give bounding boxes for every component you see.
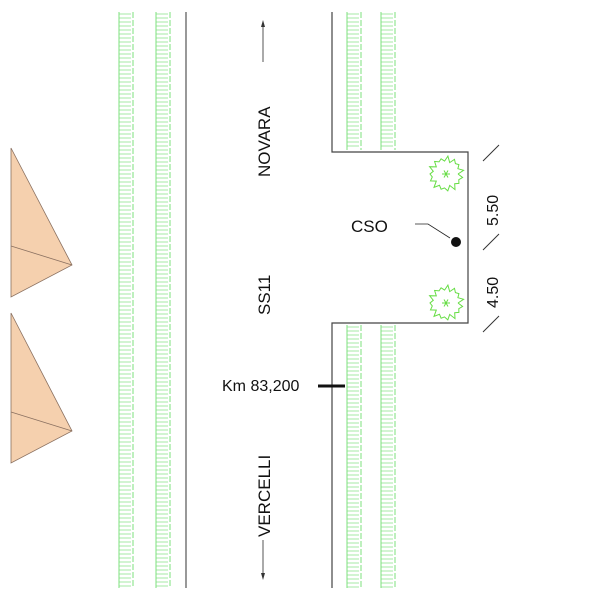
direction-vercelli-label: VERCELLI	[255, 455, 274, 537]
hedge-east-2-lower	[380, 325, 396, 588]
tree-upper-icon	[428, 154, 465, 192]
hedge-west-2	[155, 12, 171, 588]
dimension-upper: 5.50	[485, 195, 502, 226]
road-edge-east-with-bay	[331, 12, 469, 588]
hedge-west-1	[118, 12, 134, 588]
dimension-lower: 4.50	[485, 277, 502, 308]
dimension-ticks	[482, 144, 500, 333]
cso-leader-line	[415, 223, 451, 239]
cso-label: CSO	[351, 217, 388, 236]
chainage-label: Km 83,200	[222, 378, 299, 395]
building-lower	[10, 312, 73, 464]
hedge-east-1-upper	[346, 12, 362, 150]
south-arrow-head	[261, 573, 265, 580]
tree-lower-icon	[428, 283, 465, 321]
cso-manhole-symbol	[451, 237, 461, 247]
building-upper	[10, 147, 73, 298]
direction-novara-label: NOVARA	[255, 106, 274, 177]
road-name-label: SS11	[255, 275, 274, 315]
hedge-east-1-lower	[346, 325, 362, 588]
north-arrow-head	[261, 20, 265, 27]
hedge-east-2-upper	[380, 12, 396, 150]
